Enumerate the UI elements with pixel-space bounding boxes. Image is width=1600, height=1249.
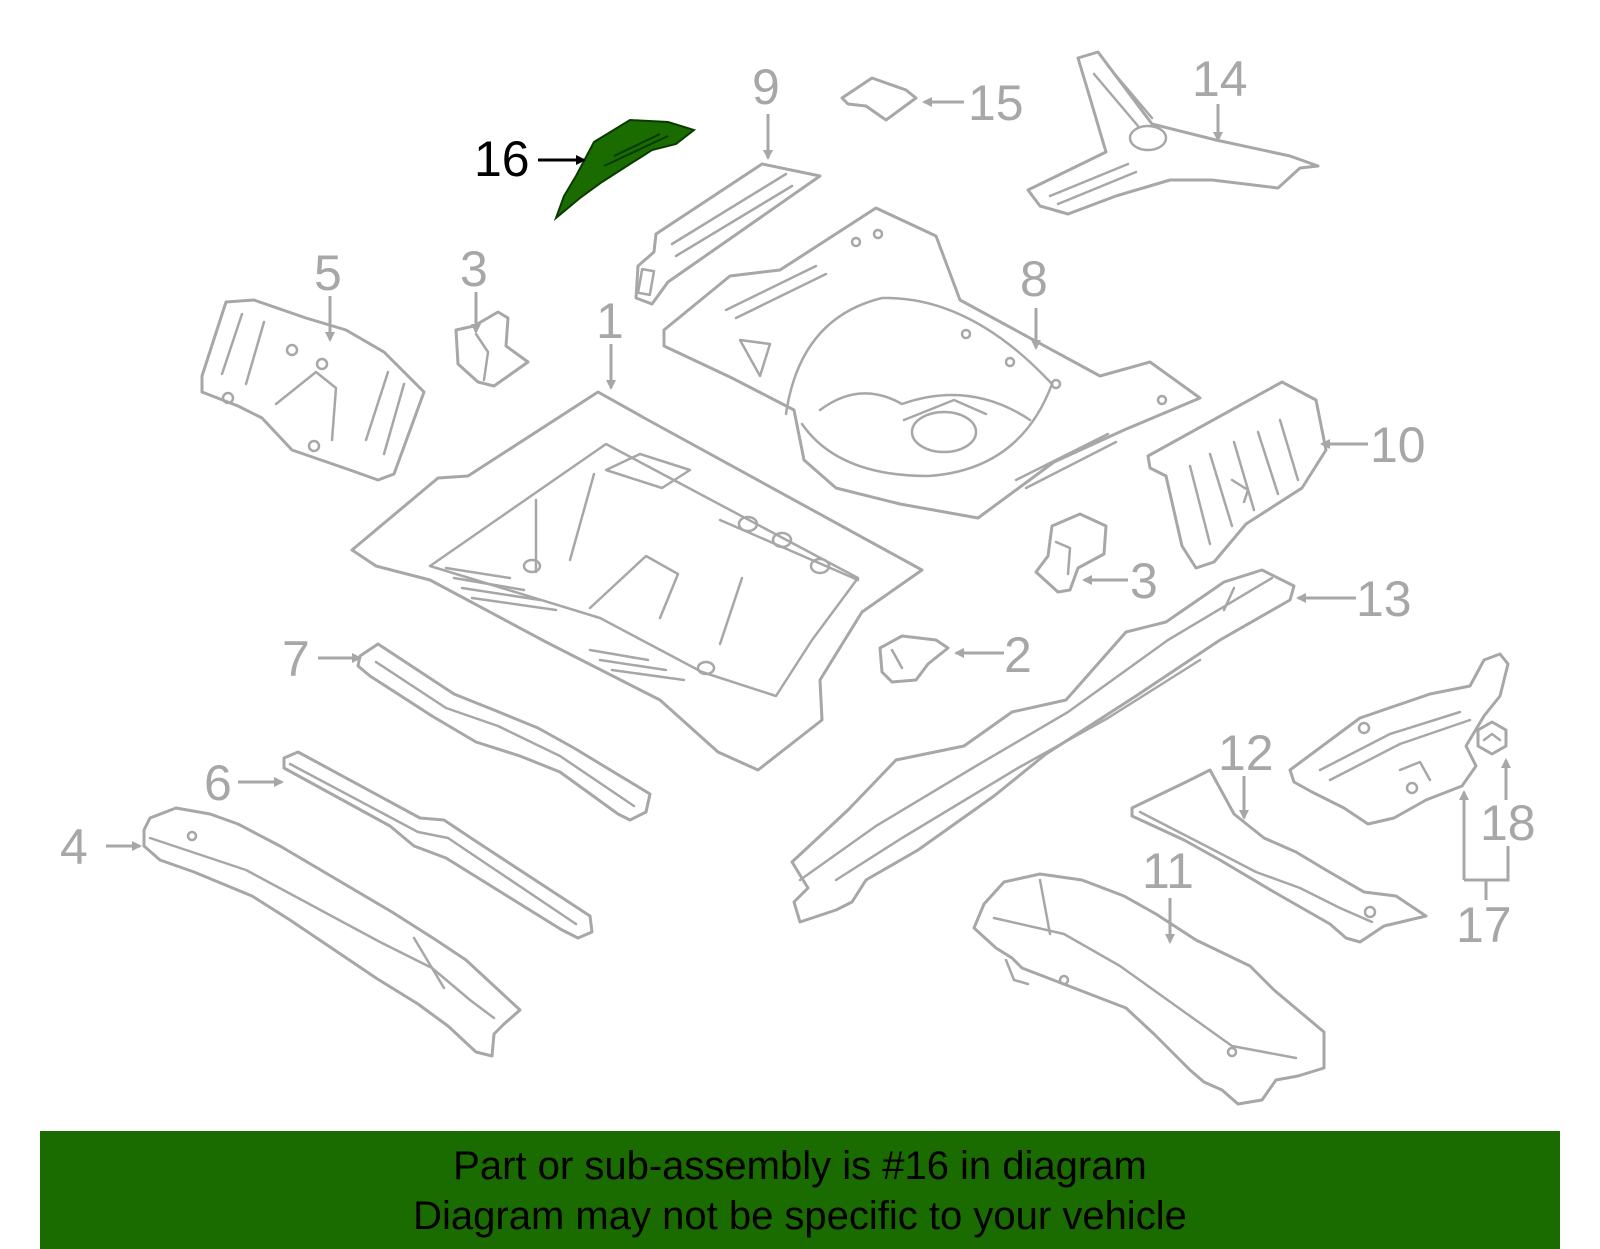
callout-18[interactable]: 18 xyxy=(1480,795,1536,851)
callout-9[interactable]: 9 xyxy=(752,59,780,115)
callout-1[interactable]: 1 xyxy=(596,293,624,349)
part-3-bracket-lower[interactable] xyxy=(1034,512,1108,594)
callout-16[interactable]: 16 xyxy=(474,131,530,187)
part-4-side-rail[interactable] xyxy=(142,806,522,1058)
part-8-rear-floor[interactable] xyxy=(662,206,1202,520)
callout-12[interactable]: 12 xyxy=(1218,725,1274,781)
part-14-brace[interactable] xyxy=(1026,50,1320,216)
callout-5[interactable]: 5 xyxy=(314,245,342,301)
banner-line-disclaimer: Diagram may not be specific to your vehi… xyxy=(413,1194,1187,1238)
part-2-piece[interactable] xyxy=(878,634,950,684)
callout-4[interactable]: 4 xyxy=(60,819,88,875)
callout-6[interactable]: 6 xyxy=(204,755,232,811)
part-3-bracket-upper[interactable] xyxy=(454,310,530,388)
part-17-bracket[interactable] xyxy=(1288,652,1510,826)
part-9-bracket[interactable] xyxy=(634,162,822,306)
part-11-rear-rail[interactable] xyxy=(972,872,1326,1106)
info-banner: Part or sub-assembly is #16 in diagram D… xyxy=(40,1131,1560,1249)
leader-lines xyxy=(106,97,1511,944)
callout-11[interactable]: 11 xyxy=(1142,843,1194,899)
callout-17[interactable]: 17 xyxy=(1456,897,1512,953)
callout-7[interactable]: 7 xyxy=(282,631,310,687)
part-1-floor-pan[interactable] xyxy=(350,390,924,772)
part-12-crossmember[interactable] xyxy=(1130,768,1428,944)
part-18-nut[interactable] xyxy=(1476,720,1508,756)
part-7-crossmember[interactable] xyxy=(356,642,652,822)
banner-line-part: Part or sub-assembly is #16 in diagram xyxy=(453,1144,1147,1188)
callout-labels: 1 2 3 3 4 5 6 7 8 9 10 11 12 13 14 15 16… xyxy=(60,51,1536,953)
callout-8[interactable]: 8 xyxy=(1020,251,1048,307)
callout-2[interactable]: 2 xyxy=(1004,627,1032,683)
callout-15[interactable]: 15 xyxy=(968,75,1024,131)
callout-3-upper[interactable]: 3 xyxy=(460,241,488,297)
part-16-highlighted[interactable] xyxy=(553,118,697,222)
callout-10[interactable]: 10 xyxy=(1370,417,1426,473)
part-5-side-panel[interactable] xyxy=(200,298,426,482)
callout-3-lower[interactable]: 3 xyxy=(1130,553,1158,609)
part-13-side-member[interactable] xyxy=(790,568,1296,924)
callout-13[interactable]: 13 xyxy=(1356,571,1412,627)
part-10-rear-panel[interactable] xyxy=(1146,380,1328,570)
part-15-plate[interactable] xyxy=(840,76,918,122)
part-6-crossmember[interactable] xyxy=(282,750,594,940)
callout-14[interactable]: 14 xyxy=(1192,51,1248,107)
